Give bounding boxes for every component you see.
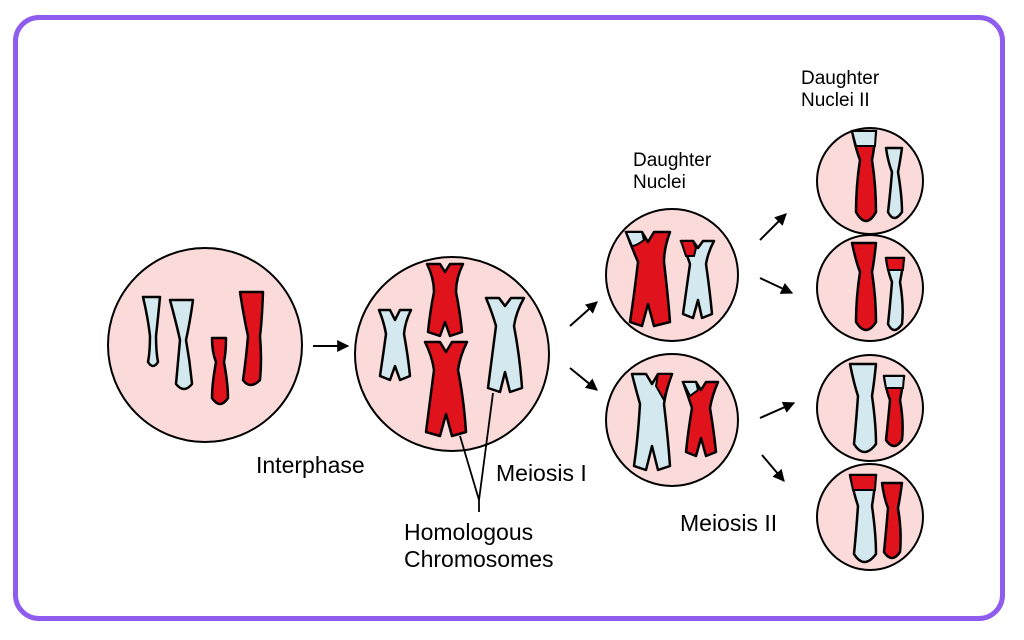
meiosis-2-label: Meiosis II [680, 510, 778, 536]
daughter-nucleus-bottom [605, 353, 739, 487]
chromosome [484, 296, 526, 394]
arrow [569, 367, 598, 391]
daughter-nuclei-2-label-line-2: Nuclei II [801, 90, 870, 112]
arrow [569, 301, 598, 327]
chromosome [425, 262, 465, 338]
chromosome [141, 295, 162, 368]
chromosome [850, 129, 878, 223]
chromosome [238, 290, 265, 387]
chromosome [679, 239, 716, 320]
chromosome-segment [850, 130, 878, 147]
daughter-nuclei-label-line-2: Nuclei [633, 172, 686, 194]
chromosome [681, 380, 720, 458]
arrow [759, 401, 796, 419]
daughter-nuclei-2-label: Daughter Nuclei II [801, 68, 879, 113]
daughter-nucleus-2-c [816, 354, 924, 462]
arrow [759, 213, 787, 241]
interphase-label: Interphase [256, 452, 365, 478]
cell-membrane [107, 247, 303, 443]
chromosome [624, 230, 672, 328]
meiosis-1-label: Meiosis I [496, 460, 587, 486]
interphase-cell [107, 247, 303, 443]
chromosome [377, 308, 413, 382]
chromosome-segment [624, 231, 646, 248]
chromosome-segment [679, 240, 698, 257]
chromosome-segment [882, 375, 906, 389]
homologous-chromosomes-label: Homologous Chromosomes [404, 519, 554, 573]
homologous-pointer [459, 392, 494, 512]
daughter-nuclei-label-line-1: Daughter [633, 150, 712, 171]
chromosome [168, 298, 195, 391]
chromosome [884, 146, 904, 220]
chromosome [423, 340, 469, 438]
chromosome [880, 481, 904, 560]
meiosis-1-cell [354, 256, 550, 452]
chromosome [210, 336, 230, 406]
chromosome-segment [654, 373, 674, 403]
daughter-nucleus-2-d [816, 463, 924, 571]
chromosome [882, 374, 906, 448]
chromosome-segment [848, 474, 878, 491]
daughter-nuclei-2-label-line-1: Daughter [801, 68, 880, 89]
daughter-nucleus-2-a [816, 127, 924, 235]
chromosome-segment [884, 257, 906, 271]
homologous-label-line-2: Chromosomes [404, 546, 554, 573]
arrow [759, 277, 794, 294]
chromosome [848, 362, 878, 454]
chromosome-segment [681, 381, 700, 398]
chromosome [850, 241, 878, 332]
chromosome [848, 473, 878, 564]
daughter-nucleus-2-b [816, 234, 924, 342]
cell-membrane [605, 208, 739, 342]
daughter-nucleus-top [605, 208, 739, 342]
daughter-nuclei-label: Daughter Nuclei [633, 150, 711, 195]
arrow [761, 454, 785, 482]
homologous-label-line-1: Homologous [404, 519, 534, 545]
chromosome [884, 256, 906, 332]
